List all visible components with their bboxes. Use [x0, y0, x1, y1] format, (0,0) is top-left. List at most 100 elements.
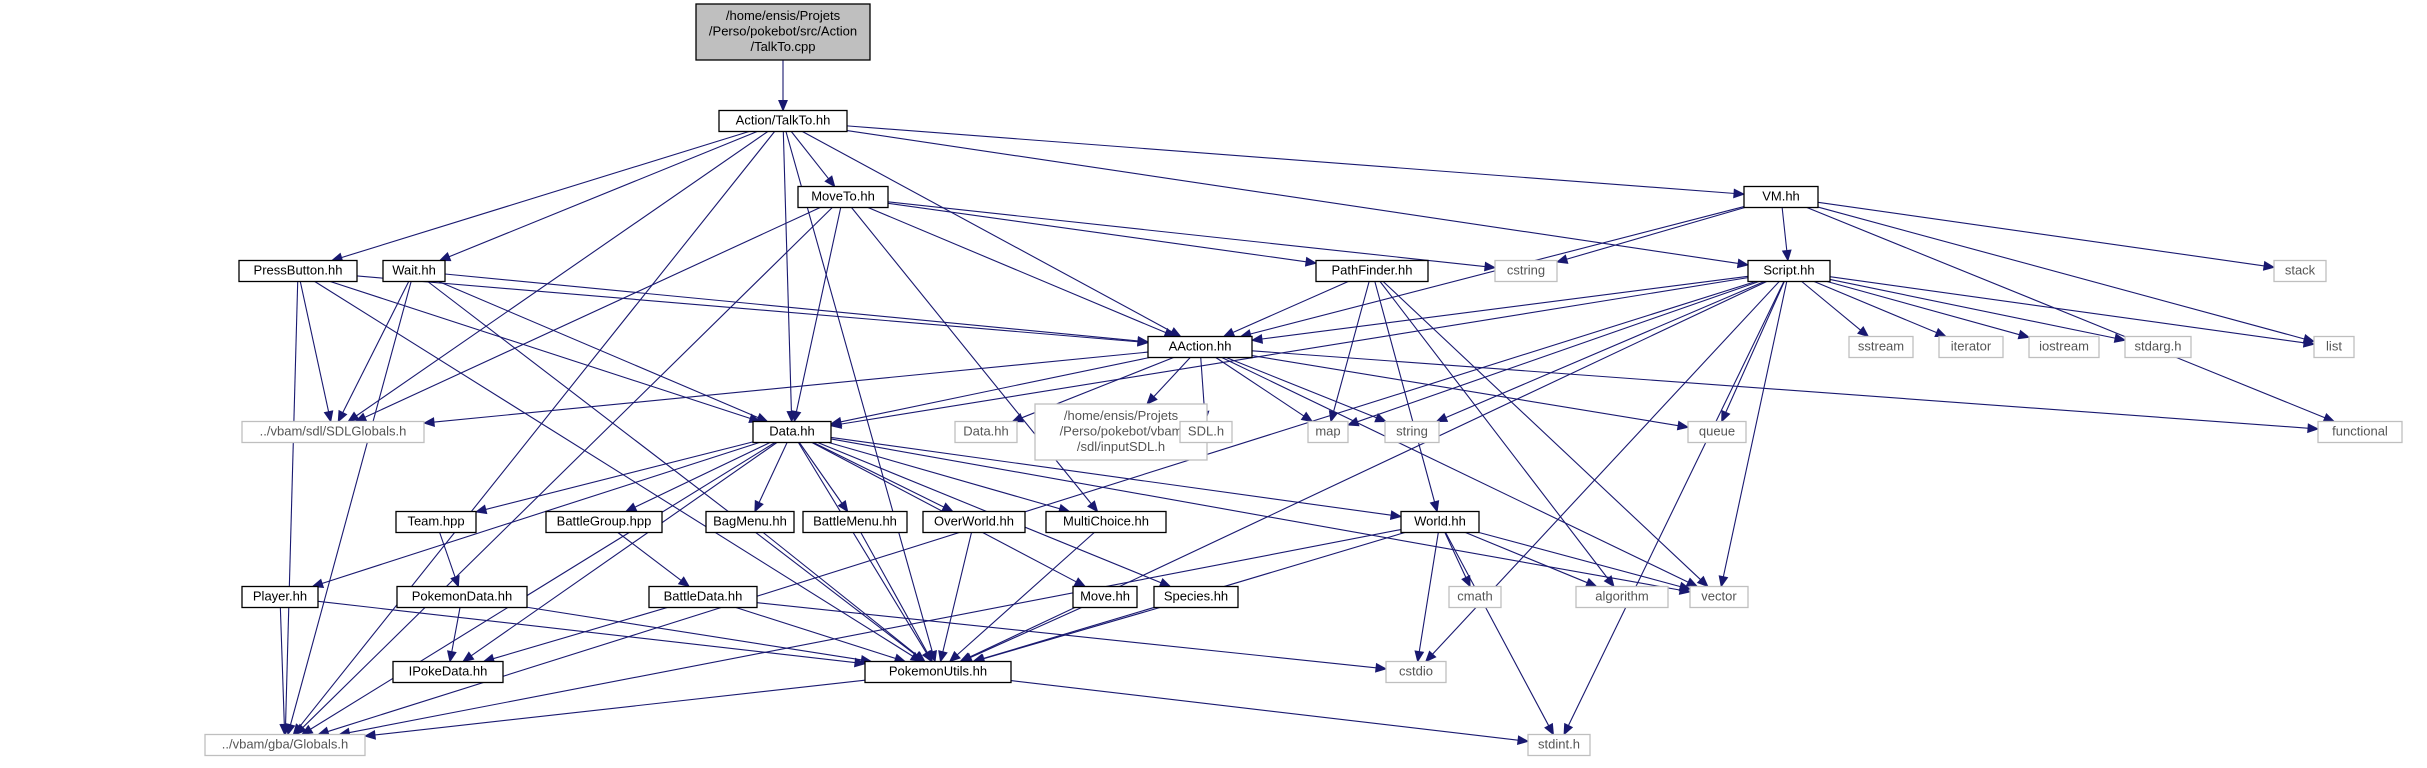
edge-battledata-to-ipokedata — [492, 606, 668, 660]
arrowhead — [2017, 329, 2031, 340]
file-node-label: vector — [1701, 588, 1737, 603]
file-node-box — [2028, 335, 2100, 359]
file-node-box — [864, 660, 1012, 684]
file-node-talkto-hh[interactable]: Action/TalkTo.hh — [718, 109, 848, 133]
file-node-moveto[interactable]: MoveTo.hh — [797, 185, 889, 209]
arrowhead — [854, 657, 867, 668]
file-node-move[interactable]: Move.hh — [1072, 585, 1138, 609]
arrowhead — [347, 411, 360, 423]
arrowhead — [1721, 409, 1731, 423]
file-node-cmath: cmath — [1448, 585, 1502, 609]
file-node-aaction[interactable]: AAction.hh — [1147, 335, 1253, 359]
file-node-box — [238, 259, 358, 283]
file-node-battlegroup[interactable]: BattleGroup.hpp — [545, 510, 663, 534]
file-node-stack: stack — [2273, 259, 2327, 283]
edge-wait-to-data — [438, 280, 760, 419]
arrowhead — [450, 574, 460, 588]
arrowhead — [1461, 574, 1471, 588]
edge-world-to-globals — [348, 528, 1402, 734]
file-node-label: MultiChoice.hh — [1063, 513, 1149, 528]
edge-talkto_hh-to-moveto — [790, 131, 830, 180]
edge-moveto-to-pathfinder — [887, 202, 1308, 263]
file-node-ipokedata[interactable]: IPokeData.hh — [392, 660, 504, 684]
arrowhead — [1736, 258, 1750, 269]
arrowhead — [1857, 325, 1870, 338]
file-node-label: PathFinder.hh — [1332, 262, 1413, 277]
file-node-stdint: stdint.h — [1527, 733, 1591, 757]
file-node-species[interactable]: Species.hh — [1153, 585, 1239, 609]
file-node-box — [1147, 335, 1253, 359]
arrowhead — [1516, 735, 1530, 746]
arrowhead — [837, 500, 849, 513]
file-node-root[interactable]: /home/ensis/Projets/Perso/pokebot/src/Ac… — [695, 3, 871, 61]
file-node-vm[interactable]: VM.hh — [1743, 185, 1819, 209]
file-node-cstdio: cstdio — [1385, 660, 1447, 684]
file-node-box — [954, 420, 1018, 444]
file-node-battlemenu[interactable]: BattleMenu.hh — [802, 510, 908, 534]
file-node-battledata[interactable]: BattleData.hh — [648, 585, 758, 609]
edge-aaction-to-map — [1215, 357, 1305, 417]
file-node-pokemondata[interactable]: PokemonData.hh — [396, 585, 528, 609]
file-node-box — [1385, 660, 1447, 684]
file-node-stdarg: stdarg.h — [2124, 335, 2192, 359]
edge-aaction-to-functional — [1251, 350, 2310, 429]
edge-talkto_hh-to-pokemonutils — [785, 131, 934, 653]
file-node-functional: functional — [2317, 420, 2403, 444]
file-node-label: /TalkTo.cpp — [750, 39, 815, 54]
file-node-label: /home/ensis/Projets — [1064, 408, 1179, 423]
arrowhead — [1563, 722, 1574, 736]
arrowhead — [1696, 575, 1709, 588]
edge-bagmenu-to-pokemonutils — [762, 532, 919, 657]
file-node-label: map — [1315, 423, 1340, 438]
file-node-label: BattleData.hh — [664, 588, 743, 603]
file-node-label: MoveTo.hh — [811, 188, 875, 203]
file-node-label: list — [2326, 338, 2342, 353]
arrowhead — [1676, 420, 1690, 431]
edge-aaction-to-data — [839, 356, 1150, 423]
file-node-label: Data.hh — [963, 423, 1009, 438]
file-node-multichoice[interactable]: MultiChoice.hh — [1045, 510, 1167, 534]
file-node-team[interactable]: Team.hpp — [395, 510, 477, 534]
file-node-label: /Perso/pokebot/vbam — [1060, 423, 1183, 438]
edge-script-to-globals — [326, 280, 1756, 733]
edge-pokemonutils-to-globals — [373, 679, 866, 736]
file-node-label: Move.hh — [1080, 588, 1130, 603]
file-node-world[interactable]: World.hh — [1400, 510, 1480, 534]
arrowhead — [1424, 650, 1437, 663]
file-node-map: map — [1307, 420, 1349, 444]
edge-overworld-to-pokemonutils — [942, 532, 973, 653]
file-node-data[interactable]: Data.hh — [752, 420, 832, 444]
edge-script-to-map — [1356, 280, 1760, 423]
file-node-label: BattleMenu.hh — [813, 513, 897, 528]
file-node-script[interactable]: Script.hh — [1747, 259, 1831, 283]
edge-pressbutton-to-sdlglobals — [299, 281, 330, 413]
edge-moveto-to-globals — [301, 207, 833, 729]
file-node-player[interactable]: Player.hh — [241, 585, 319, 609]
file-node-wait[interactable]: Wait.hh — [382, 259, 446, 283]
file-node-label: ../vbam/sdl/SDLGlobals.h — [260, 423, 407, 438]
file-node-box — [802, 510, 908, 534]
file-node-label: /sdl/inputSDL.h — [1077, 439, 1165, 454]
file-node-box — [1848, 335, 1914, 359]
arrowhead — [1555, 254, 1569, 264]
arrowhead — [323, 410, 334, 423]
edge-battledata-to-cstdio — [756, 602, 1378, 669]
file-node-pokemonutils[interactable]: PokemonUtils.hh — [864, 660, 1012, 684]
file-node-label: string — [1396, 423, 1428, 438]
file-node-pathfinder[interactable]: PathFinder.hh — [1315, 259, 1429, 283]
file-node-bagmenu[interactable]: BagMenu.hh — [705, 510, 795, 534]
dependency-edges — [279, 60, 2336, 746]
file-node-pressbutton[interactable]: PressButton.hh — [238, 259, 358, 283]
file-node-label: BagMenu.hh — [713, 513, 787, 528]
edge-talkto_hh-to-pressbutton — [340, 130, 750, 259]
arrowhead — [941, 502, 954, 513]
file-node-box — [1747, 259, 1831, 283]
edge-player-to-globals — [279, 607, 285, 726]
edge-wait-to-pokemonutils — [427, 281, 918, 657]
file-node-box — [2124, 335, 2192, 359]
arrowhead — [1304, 256, 1318, 267]
file-node-overworld[interactable]: OverWorld.hh — [922, 510, 1026, 534]
file-node-label: stdint.h — [1538, 736, 1580, 751]
file-node-label: iterator — [1951, 338, 1992, 353]
